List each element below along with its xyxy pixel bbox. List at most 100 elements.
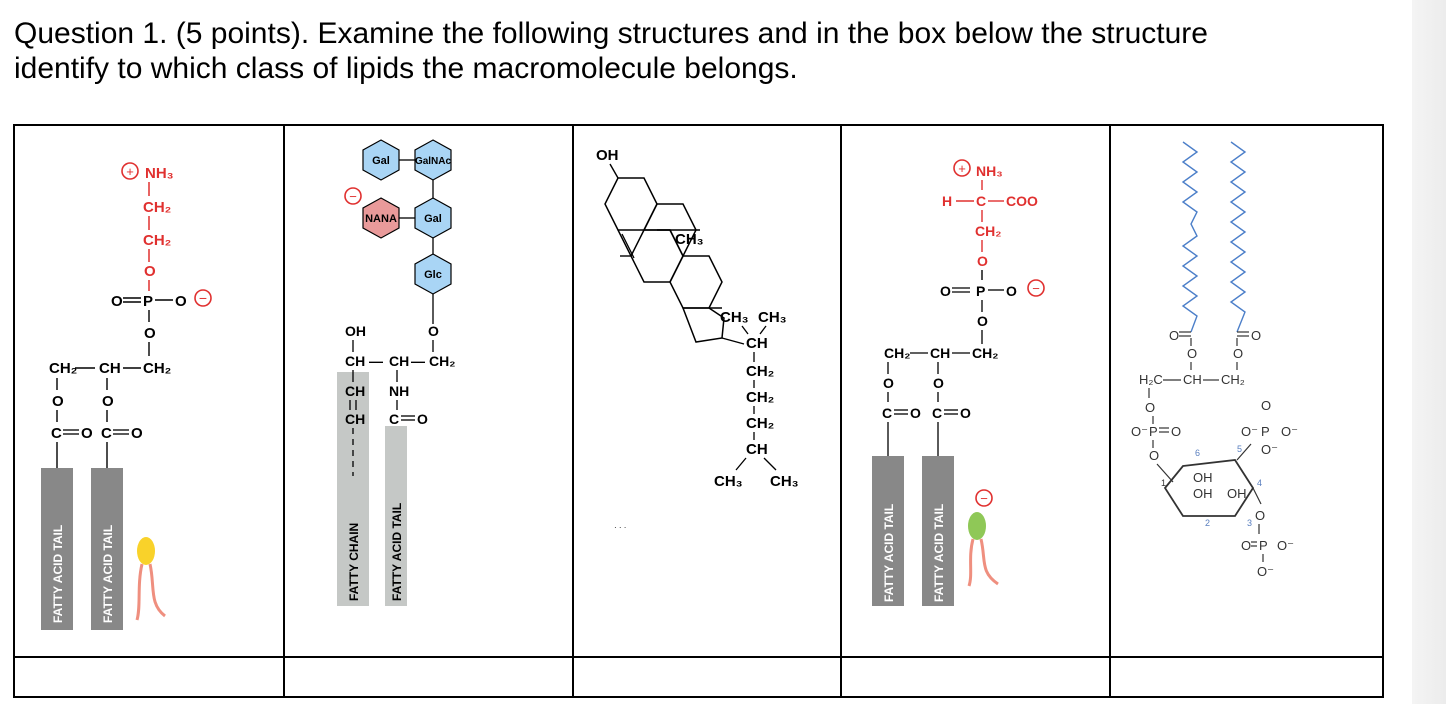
structure-3-diagram: OH CH₃ CH₃ CH₃ CH <box>596 147 799 532</box>
glycerol-ch: CH <box>1183 372 1202 387</box>
amide-c-label: C <box>389 411 399 427</box>
glc-label: Glc <box>424 269 442 281</box>
methyl-label: CH₃ <box>675 231 704 248</box>
glycosidic-o-label: O <box>428 323 439 339</box>
ch3-side-b: CH₃ <box>758 309 787 326</box>
lipid-tails-icon <box>135 563 166 621</box>
o-label-1: O <box>144 263 156 280</box>
answer-box-5[interactable] <box>1112 659 1380 694</box>
plus-sign: + <box>958 161 966 176</box>
fatty-chain-label: FATTY CHAIN <box>347 523 361 601</box>
hydroxyl-label: OH <box>596 147 619 164</box>
ring-oh-3: OH <box>1227 486 1247 501</box>
fatty-acid-chain-1 <box>1181 141 1199 333</box>
positive-charge-icon <box>953 159 971 177</box>
lipid-head-icon <box>137 537 155 565</box>
ch2-label: CH₂ <box>975 223 1001 239</box>
stray-dots: · · · <box>614 523 626 532</box>
backbone-ch2-left: CH₂ <box>884 345 910 361</box>
question-text: Question 1. (5 points). Examine the foll… <box>14 16 1344 86</box>
fatty-acid-tail-bar <box>385 426 407 606</box>
answer-box-4[interactable] <box>843 659 1108 694</box>
side-chain-ch-2: CH <box>746 441 768 458</box>
o-right-label: O <box>1006 283 1017 299</box>
fatty-acid-tail-label-2: FATTY ACID TAIL <box>932 504 946 602</box>
question-line-1: Question 1. (5 points). Examine the foll… <box>14 17 1208 50</box>
ring-pos-4: 4 <box>1257 478 1262 488</box>
alpha-c-label: C <box>976 193 986 209</box>
o-double-label: O <box>940 283 951 299</box>
fatty-acid-tail-label-1: FATTY ACID TAIL <box>51 525 65 623</box>
carbonyl-c-2: C <box>932 405 942 421</box>
ring-oh-2: OH <box>1193 486 1213 501</box>
ester-o-2: O <box>102 393 114 410</box>
ch2-end-label: CH₂ <box>429 353 455 369</box>
nana-hexagon <box>362 197 400 239</box>
answer-box-3[interactable] <box>575 659 839 694</box>
structure-cell-4: + NH₃ H C COO CH₂ O O P O − O CH₂ <box>842 126 1109 656</box>
lipid-tails-icon <box>967 538 999 587</box>
p-label: P <box>143 293 153 310</box>
ch-label-3: CH <box>345 383 365 399</box>
steroid-ring-c <box>669 255 723 309</box>
o-right-label: O <box>175 293 187 310</box>
backbone-ch2-right: CH₂ <box>972 345 998 361</box>
ring-pos-6: 6 <box>1195 448 1200 458</box>
phosphate-p-left: P <box>1149 424 1158 439</box>
terminal-ch3-right: CH₃ <box>770 473 799 490</box>
ester-o-left: O <box>1187 346 1197 361</box>
structure-2-diagram: Gal GalNAc − NANA Gal Glc OH O CH — CH —… <box>337 139 455 606</box>
o-double-label: O <box>111 293 123 310</box>
ester-o-2: O <box>933 375 944 391</box>
inositol-link-o: O <box>1149 448 1159 463</box>
carbonyl-o-2: O <box>960 405 971 421</box>
amide-o-label: O <box>417 411 428 427</box>
fatty-acid-tail-bar-2 <box>91 468 123 630</box>
ch2-label-a: CH₂ <box>143 199 171 216</box>
answer-box-2[interactable] <box>286 659 571 694</box>
alpha-h-label: H <box>942 193 952 209</box>
ring-pos-1: 1 <box>1161 478 1166 488</box>
o-label-1: O <box>977 253 988 269</box>
ch2-label-b: CH₂ <box>143 232 171 249</box>
phosphate-low-p: P <box>1259 538 1268 553</box>
ch-label-4: CH <box>345 411 365 427</box>
carboxylate-label: COO <box>1006 193 1038 209</box>
phosphate-o-double-left: O <box>1171 424 1181 439</box>
carbonyl-o-1: O <box>910 405 921 421</box>
carbonyl-o-2: O <box>131 425 143 442</box>
fatty-acid-tail-bar-2 <box>922 456 954 606</box>
ester-o-right: O <box>1233 346 1243 361</box>
ring-pos-3: 3 <box>1247 518 1252 528</box>
phosphate-right-o-minus: O⁻ <box>1241 424 1258 439</box>
phosphate-right-o-end: O⁻ <box>1281 424 1298 439</box>
negative-charge-icon-2 <box>975 489 993 507</box>
answer-box-1[interactable] <box>17 659 282 694</box>
nh3-label: NH₃ <box>145 165 174 182</box>
terminal-ch3-left: CH₃ <box>714 473 743 490</box>
ch-label-1: CH <box>345 353 365 369</box>
side-chain-ch-1: CH <box>746 335 768 352</box>
minus-sign: − <box>199 290 207 306</box>
phosphate-low-o: O <box>1255 508 1265 523</box>
phosphate-o-minus-left: O⁻ <box>1131 424 1148 439</box>
gal-top-label: Gal <box>372 155 390 167</box>
backbone-ch2-left: CH₂ <box>49 360 77 377</box>
nh-label: NH <box>389 383 409 399</box>
minus-sign-2: − <box>980 491 988 506</box>
dash-1: — <box>369 353 383 369</box>
inositol-ring <box>1163 459 1255 517</box>
galnac-label: GalNAc <box>415 156 452 167</box>
structure-1-diagram: + NH₃ CH₂ CH₂ O O P O − O CH₂ CH CH₂ <box>41 162 212 630</box>
glycerol-h2c: H₂C <box>1139 372 1163 387</box>
o-label-2: O <box>977 313 988 329</box>
lipid-structure-table: + NH₃ CH₂ CH₂ O O P O − O CH₂ CH CH₂ <box>13 124 1384 698</box>
structure-cell-5: O O O O H₂C CH CH₂ O O⁻ P O O <box>1111 126 1382 656</box>
structure-4-diagram: + NH₃ H C COO CH₂ O O P O − O CH₂ <box>872 159 1045 606</box>
dash-2: — <box>411 353 425 369</box>
phosphate-right-p: P <box>1261 424 1270 439</box>
nana-label: NANA <box>365 213 397 225</box>
carbonyl-o-right: O <box>1251 328 1261 343</box>
phosphate-right-o-top: O <box>1261 398 1271 413</box>
glycerol-ch2: CH₂ <box>1221 372 1245 387</box>
